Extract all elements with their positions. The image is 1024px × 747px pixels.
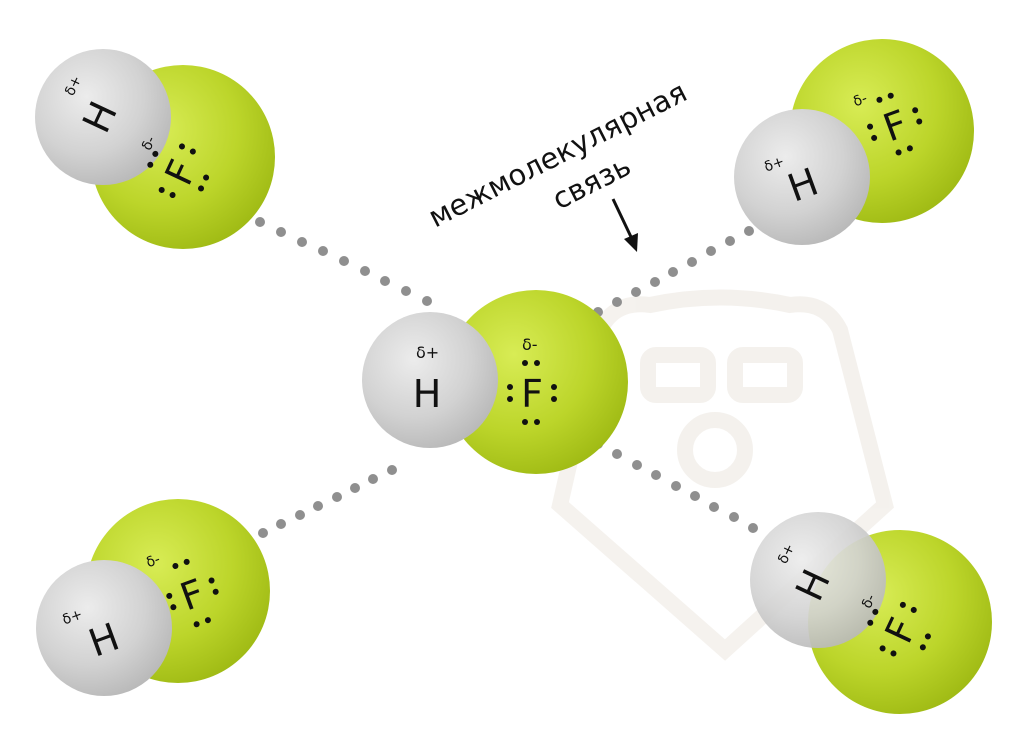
hf-molecule-top-left: H δ+ F δ-: [35, 49, 275, 249]
lone-pair-electrons: [867, 601, 931, 657]
delta-plus-label: δ+: [62, 73, 85, 98]
annotation-line1: межмолекулярная: [423, 75, 692, 235]
hydrogen-atom: [36, 560, 172, 696]
bond-top-left: [255, 217, 432, 306]
delta-plus-label: δ+: [775, 541, 798, 566]
annotation: межмолекулярная связь: [423, 75, 692, 252]
arrow: [611, 198, 638, 252]
hydrogen-label: H: [413, 372, 442, 416]
lone-pair-electrons: [147, 143, 210, 199]
delta-minus-label: δ-: [522, 335, 538, 354]
hf-molecule-center: H δ+ F δ-: [362, 290, 628, 474]
hydrogen-atom: [35, 49, 171, 185]
delta-plus-label: δ+: [762, 154, 787, 176]
hydrogen-atom: [362, 312, 498, 448]
bond-bottom-left: [258, 465, 397, 538]
bond-bottom-right: [593, 439, 758, 533]
hf-molecule-bottom-right: H δ+ F δ-: [750, 512, 992, 714]
delta-minus-label: δ-: [139, 134, 159, 153]
hydrogen-atom: [734, 109, 870, 245]
delta-minus-label: δ-: [859, 592, 879, 611]
delta-plus-label: δ+: [60, 606, 85, 628]
bear-watermark: [551, 289, 894, 661]
fluorine-atom: [444, 290, 628, 474]
fluorine-label: F: [521, 372, 543, 416]
delta-plus-label: δ+: [416, 343, 439, 362]
lone-pair-electrons: [507, 360, 557, 425]
bond-top-right: [593, 226, 754, 317]
hydrogen-atom: [750, 512, 886, 648]
lone-pair-electrons: [166, 558, 219, 628]
delta-minus-label: δ-: [144, 551, 162, 571]
hf-molecule-bottom-left: H δ+ F δ-: [36, 499, 270, 696]
lone-pair-electrons: [867, 92, 923, 156]
hf-molecule-top-right: H δ+ F δ-: [734, 39, 974, 245]
intermolecular-bonds: [255, 217, 758, 538]
delta-minus-label: δ-: [851, 91, 869, 111]
